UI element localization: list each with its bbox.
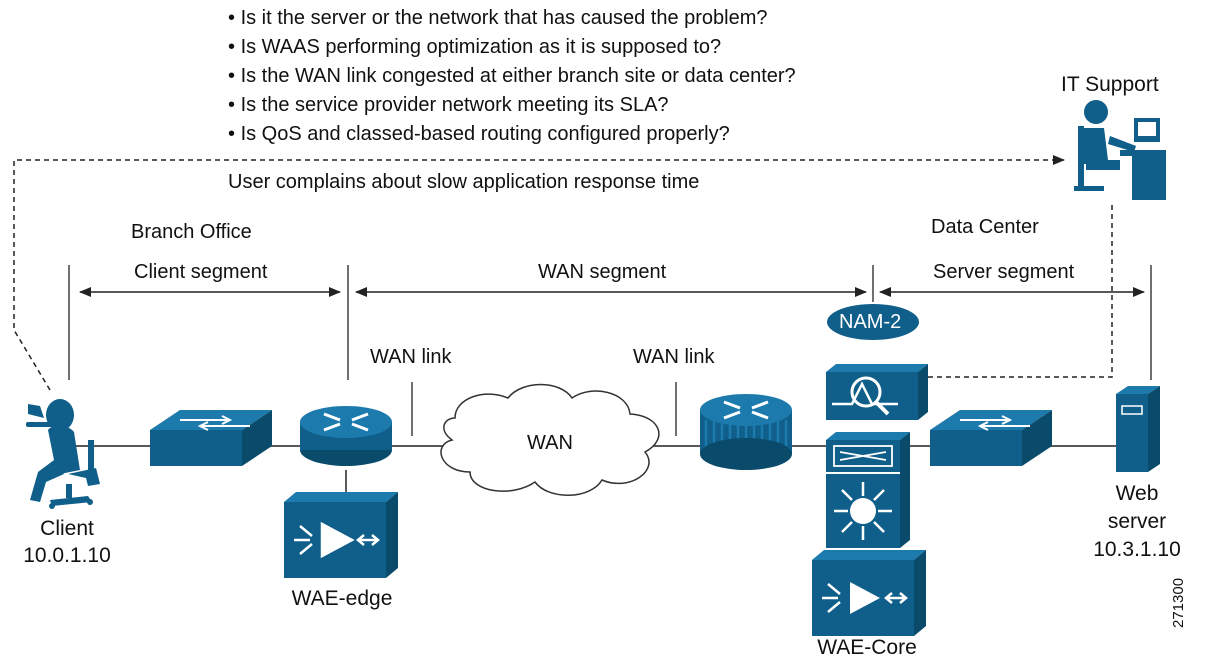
question-3: Is the WAN link congested at either bran… [228, 64, 796, 88]
branch-office-label: Branch Office [131, 221, 252, 243]
web-server-ip-label: 10.3.1.10 [1093, 538, 1181, 561]
data-center-label: Data Center [931, 216, 1039, 238]
branch-router-icon [300, 406, 392, 466]
web-server-name2-label: server [1107, 510, 1167, 533]
client-segment-label: Client segment [134, 261, 268, 283]
branch-switch-icon [150, 410, 272, 466]
core-switch-icon [826, 432, 910, 548]
nam-report-dashed-path [928, 205, 1113, 378]
question-2: Is WAAS performing optimization as it is… [228, 35, 722, 59]
complaint-label: User complains about slow application re… [228, 171, 700, 193]
wan-cloud [440, 383, 660, 496]
wae-edge-icon [284, 492, 398, 578]
client-ip-label: 10.0.1.10 [23, 544, 111, 567]
figure-id: 271300 [1170, 577, 1187, 628]
dc-router-icon [700, 394, 792, 470]
dc-switch-icon [930, 410, 1052, 466]
wae-edge-label: WAE-edge [291, 587, 393, 610]
web-server-name-label: Web [1115, 482, 1159, 505]
client-icon [26, 399, 100, 509]
question-4: Is the service provider network meeting … [228, 93, 669, 117]
wan-link-left-label: WAN link [370, 346, 452, 368]
client-name-label: Client [40, 517, 94, 540]
wan-segment-label: WAN segment [538, 261, 667, 283]
nam-label: NAM-2 [839, 311, 902, 333]
web-server-icon [1116, 386, 1160, 472]
wan-link-right-label: WAN link [633, 346, 715, 368]
wae-core-label: WAE-Core [817, 636, 917, 659]
nam-module-icon [826, 364, 928, 420]
nam-badge [827, 304, 919, 340]
complaint-dashed-path [13, 155, 1065, 391]
wae-core-icon [812, 550, 926, 636]
question-5: Is QoS and classed-based routing configu… [228, 122, 730, 146]
it-support-icon [1074, 100, 1166, 200]
server-segment-label: Server segment [933, 261, 1075, 283]
question-1: Is it the server or the network that has… [228, 6, 768, 30]
it-support-label: IT Support [1061, 73, 1159, 96]
wan-cloud-label: WAN [527, 432, 573, 454]
